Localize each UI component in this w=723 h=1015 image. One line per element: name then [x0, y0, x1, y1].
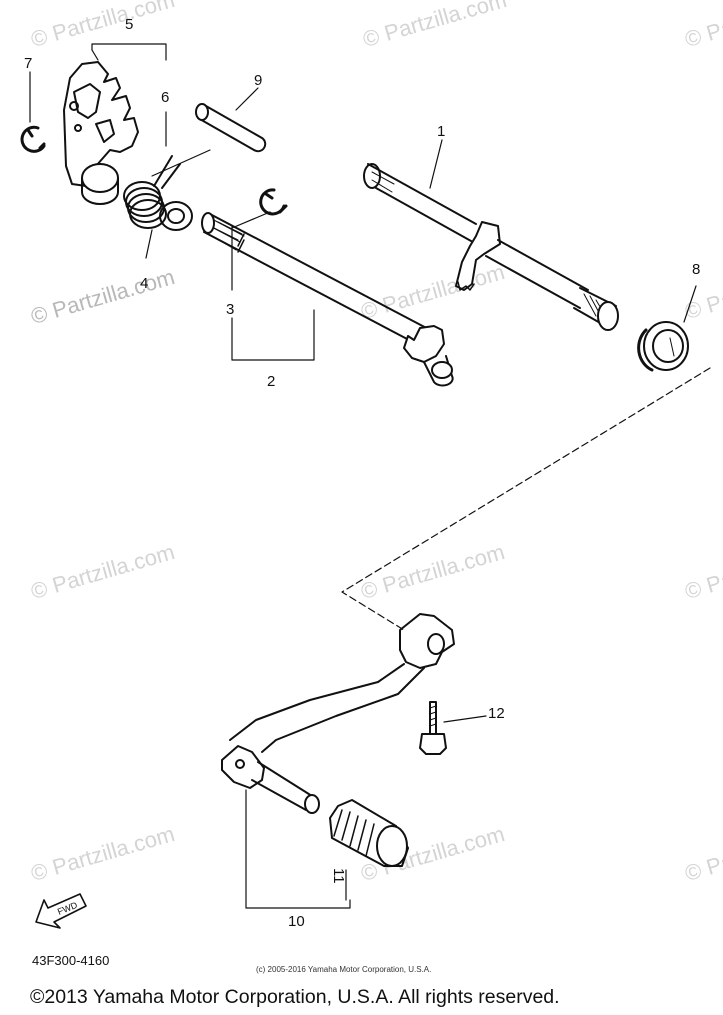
callout-4: 4 [140, 275, 149, 292]
shift-shaft-1 [363, 163, 619, 331]
copyright-notice: ©2013 Yamaha Motor Corporation, U.S.A. A… [30, 986, 560, 1008]
callout-8: 8 [692, 261, 701, 278]
oil-seal [637, 321, 689, 372]
pin-9 [195, 103, 267, 153]
circlip-3 [259, 188, 288, 216]
washer-4 [159, 201, 193, 231]
small-copyright: (c) 2005-2016 Yamaha Motor Corporation, … [256, 965, 432, 974]
callout-5: 5 [125, 16, 134, 33]
fwd-arrow-icon [35, 893, 87, 929]
shift-shaft [201, 212, 454, 387]
callout-9: 9 [254, 72, 263, 89]
callout-7: 7 [24, 55, 33, 72]
callout-2: 2 [267, 373, 276, 390]
callout-12: 12 [488, 705, 505, 722]
shift-segment-plate [63, 61, 139, 205]
callout-10: 10 [288, 913, 305, 930]
pedal-rubber [329, 799, 409, 867]
callout-3: 3 [226, 301, 235, 318]
bolt-12 [419, 701, 447, 755]
callout-1: 1 [437, 123, 446, 140]
alignment-line [341, 367, 711, 631]
shift-pedal [221, 613, 455, 814]
circlip-7 [20, 125, 46, 153]
part-code: 43F300-4160 [32, 953, 110, 968]
callout-6: 6 [161, 89, 170, 106]
callout-11: 11 [330, 868, 347, 884]
